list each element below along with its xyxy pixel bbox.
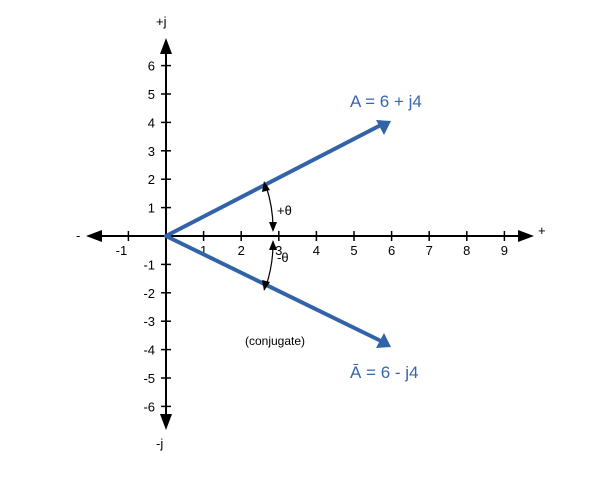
y-tick-label: 6 xyxy=(148,59,155,74)
y-axis-negative-label: -j xyxy=(156,436,163,451)
y-tick-label: 2 xyxy=(148,172,155,187)
y-tick-group: 6 5 4 3 2 1 -1 -2 -3 -4 -5 -6 xyxy=(143,59,171,414)
x-axis-negative-label: - xyxy=(76,228,80,243)
y-tick-label: 3 xyxy=(148,144,155,159)
vector-a-conjugate-arrowhead-icon xyxy=(376,333,391,348)
x-tick-label: 1 xyxy=(200,243,207,258)
y-tick-label: -4 xyxy=(143,343,155,358)
x-axis-left-arrow-icon xyxy=(86,230,102,242)
angle-arc-upper xyxy=(265,185,274,229)
angle-arc-upper-end-icon xyxy=(269,222,277,232)
vector-a-label: A = 6 + j4 xyxy=(350,92,422,111)
angle-arc-lower-end-icon xyxy=(262,280,270,291)
x-axis-right-arrow-icon xyxy=(518,230,534,242)
x-tick-label: 2 xyxy=(238,243,245,258)
x-axis-positive-label: + xyxy=(538,223,546,238)
vector-a-conjugate-label: Ā = 6 - j4 xyxy=(350,363,419,382)
x-tick-label: 8 xyxy=(463,243,470,258)
x-tick-label: 3 xyxy=(275,243,282,258)
y-axis-top-arrow-icon xyxy=(160,38,172,54)
angle-arc-lower xyxy=(265,243,274,287)
y-tick-label: -2 xyxy=(143,286,155,301)
y-tick-label: -3 xyxy=(143,314,155,329)
vector-a-arrowhead-icon xyxy=(376,120,391,135)
y-tick-label: 4 xyxy=(148,115,155,130)
x-tick-label: 5 xyxy=(350,243,357,258)
x-tick-label: -1 xyxy=(116,243,128,258)
angle-arc-lower-arrow-icon xyxy=(269,240,277,250)
x-tick-label: 4 xyxy=(313,243,320,258)
y-tick-label: -1 xyxy=(143,257,155,272)
x-tick-label: 7 xyxy=(426,243,433,258)
y-tick-label: 1 xyxy=(148,201,155,216)
vector-a-conjugate-shaft xyxy=(164,234,381,342)
y-tick-label: 5 xyxy=(148,87,155,102)
angle-label-upper: +θ xyxy=(277,203,292,218)
conjugate-note: (conjugate) xyxy=(245,334,305,348)
y-axis-bottom-arrow-icon xyxy=(160,414,172,430)
angle-label-lower: -θ xyxy=(277,250,289,265)
x-tick-group: -1 1 2 3 4 5 6 7 8 9 xyxy=(116,231,508,258)
y-tick-label: -5 xyxy=(143,371,155,386)
x-tick-label: 9 xyxy=(501,243,508,258)
angle-arc-upper-arrow-icon xyxy=(262,181,270,192)
x-tick-label: 6 xyxy=(388,243,395,258)
vector-a-shaft xyxy=(164,124,381,238)
y-axis-positive-label: +j xyxy=(156,14,167,29)
y-tick-label: -6 xyxy=(143,399,155,414)
